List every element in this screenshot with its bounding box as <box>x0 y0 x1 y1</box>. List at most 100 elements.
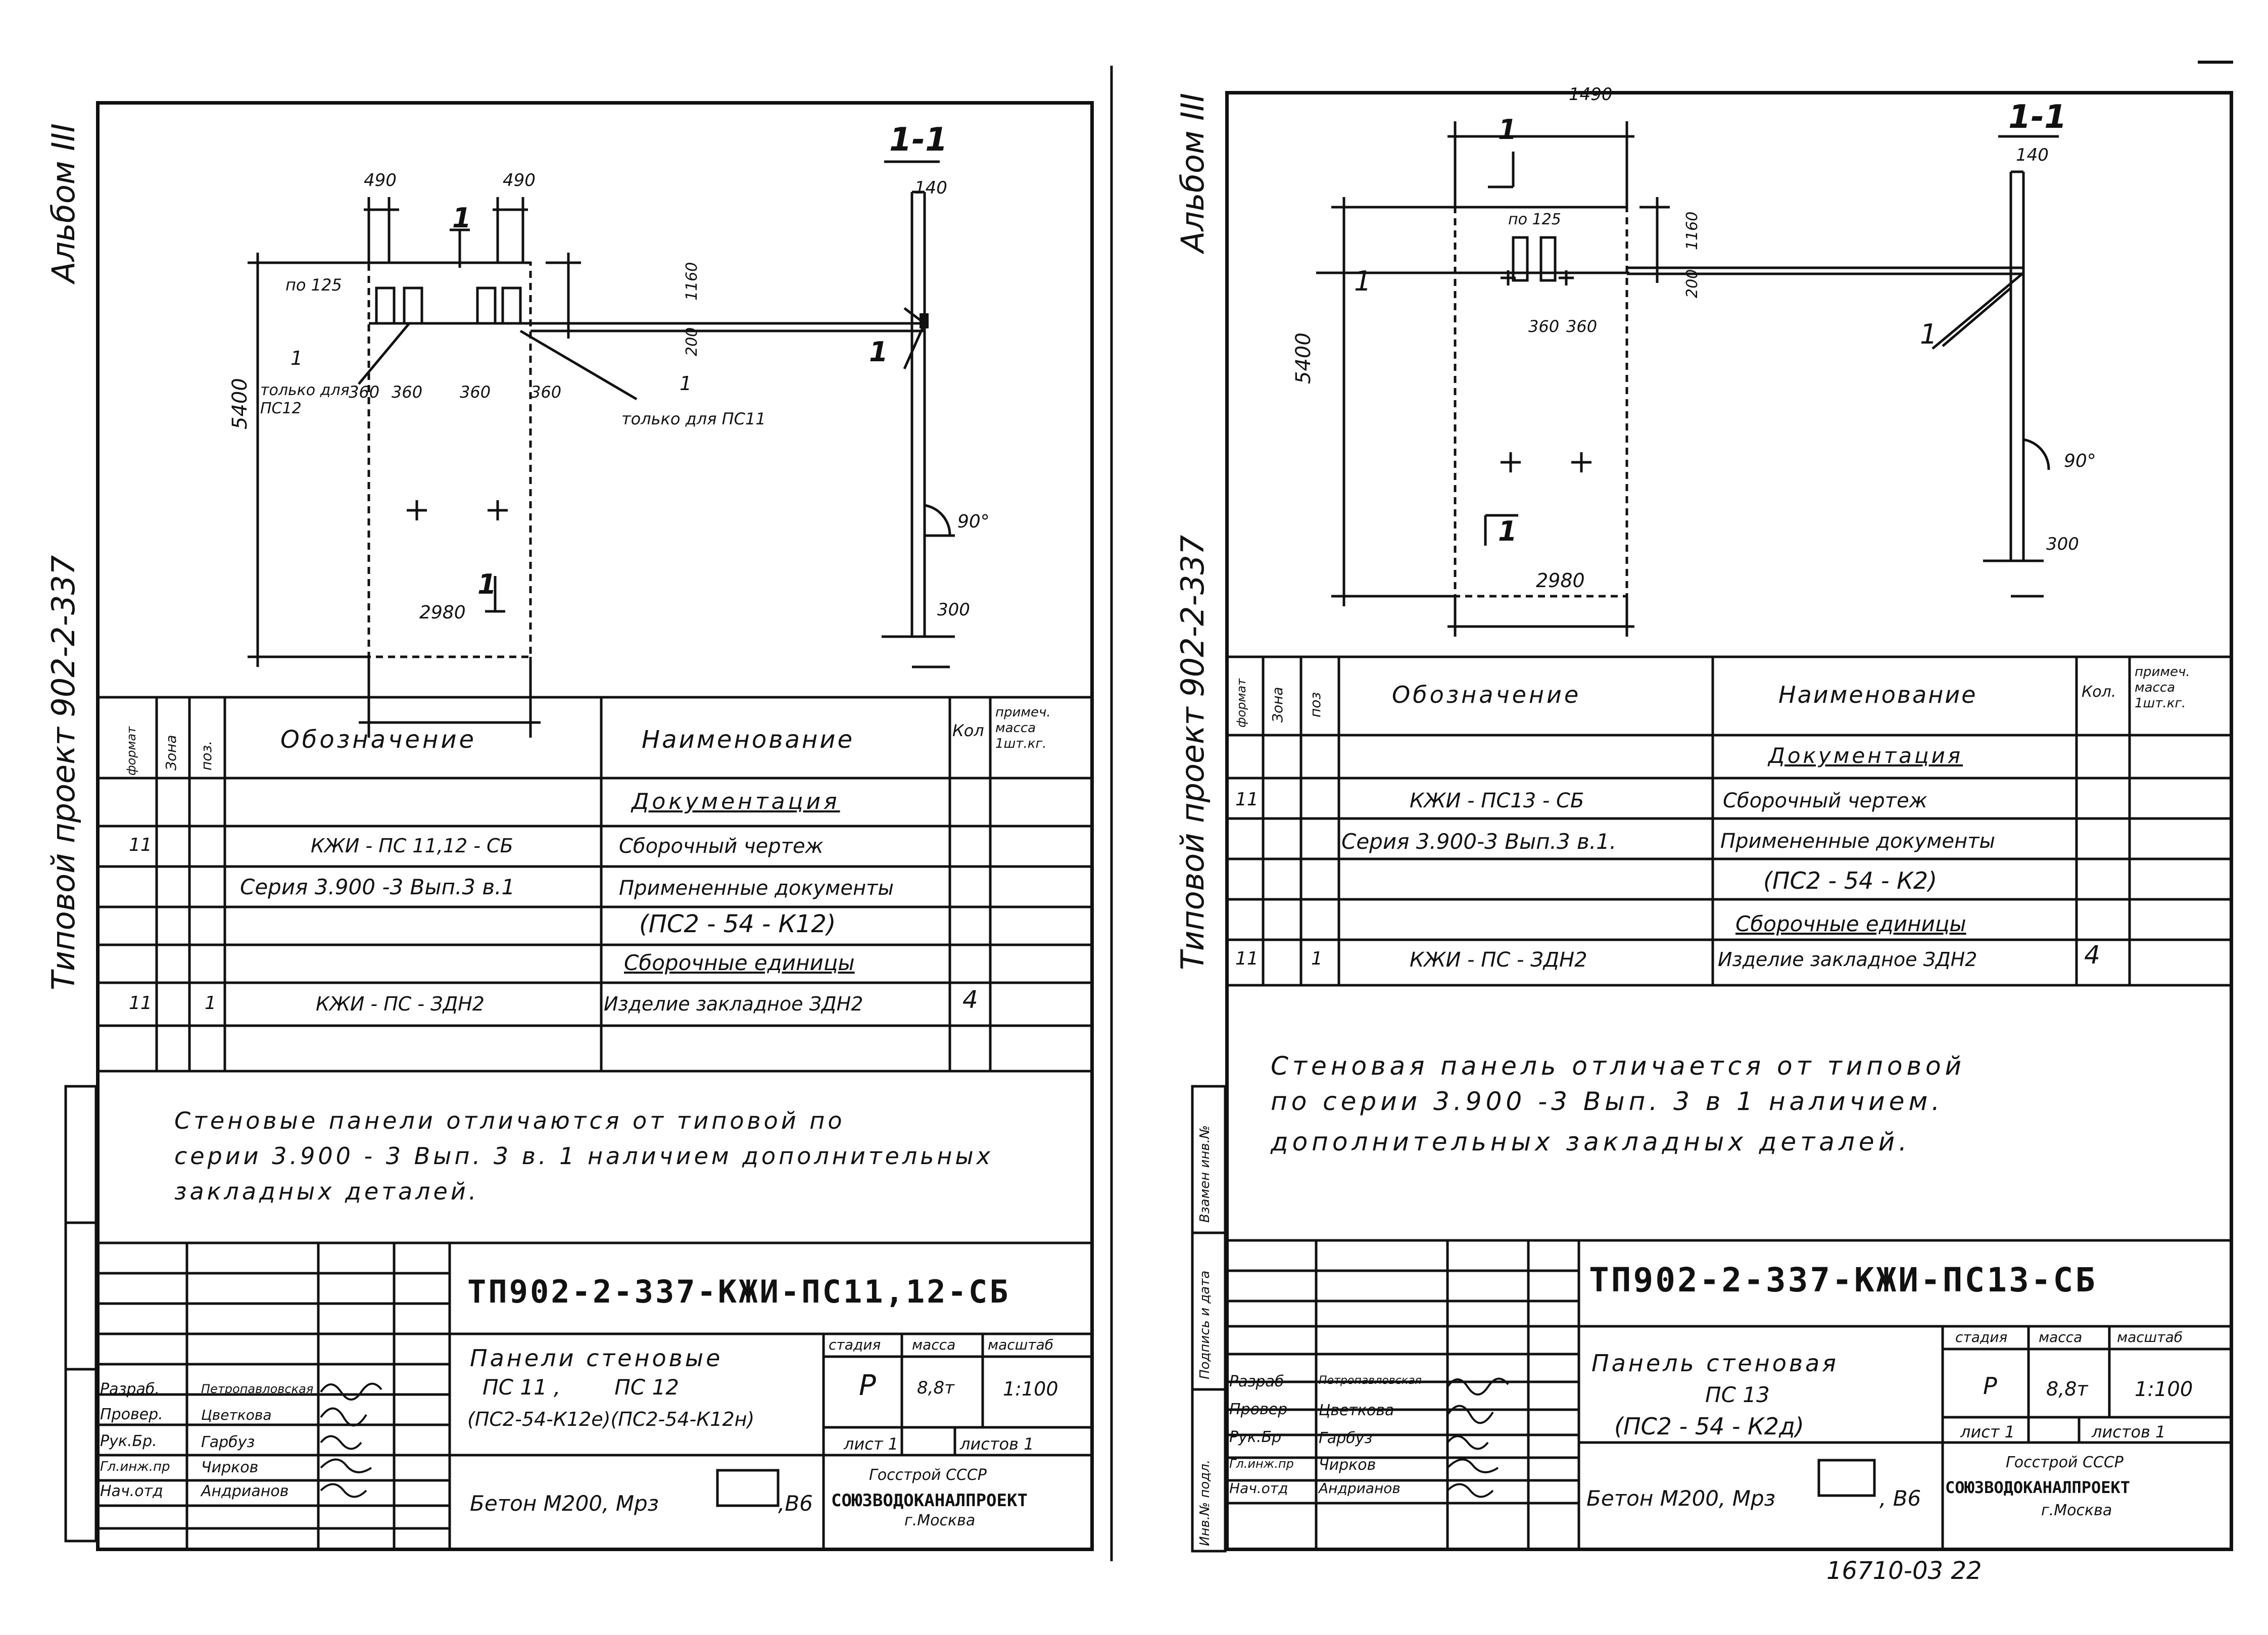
left-row4-name: Сборочные единицы <box>624 950 855 975</box>
left-stamp-title-1: Панели стеновые <box>470 1344 723 1372</box>
right-row5-pos: 1 <box>1311 948 1323 969</box>
right-th-name: Наименование <box>1778 681 1977 708</box>
left-stamp-title-3: (ПС2-54-К12е)(ПС2-54-К12н) <box>467 1408 755 1430</box>
right-cut-mark-axis: 1 <box>1354 265 1372 297</box>
left-note-only-pc12: только для ПС12 <box>260 381 350 417</box>
right-angle-90: 90° <box>2064 451 2096 471</box>
left-role-2: Провер. <box>100 1406 163 1423</box>
left-row5-pos: 1 <box>205 993 216 1014</box>
right-row5-qty: 4 <box>2084 940 2100 970</box>
left-stamp-sheets: листов 1 <box>960 1434 1034 1454</box>
right-stamp-org-3: г.Москва <box>2041 1502 2112 1519</box>
left-th-pos: поз. <box>198 740 215 771</box>
right-section-mark: 1-1 <box>2008 99 2067 136</box>
left-th-note: примеч. масса 1шт.кг. <box>995 705 1051 752</box>
left-panel-drawing <box>248 160 955 738</box>
right-role-3: Рук.Бр <box>1229 1428 1282 1446</box>
right-stamp-mass-header: масса <box>2039 1329 2083 1345</box>
left-album-label: Альбом III <box>45 123 82 283</box>
left-signatures <box>320 1382 382 1498</box>
left-row5-name: Изделие закладное ЗДН2 <box>604 993 863 1015</box>
right-stamp-sheets: листов 1 <box>2092 1422 2166 1441</box>
right-cut-mark-section: 1 <box>1920 318 1938 350</box>
left-stamp-org-2: СОЮЗВОДОКАНАЛПРОЕКТ <box>831 1490 1028 1511</box>
left-row2-name: Примененные документы <box>619 877 894 900</box>
right-side-stamp-2: Подпись и дата <box>1197 1270 1213 1379</box>
left-role-name-1: Петропавловская <box>201 1382 314 1396</box>
left-stamp-code: ТП902-2-337-КЖИ-ПС11,12-СБ <box>467 1273 1010 1310</box>
right-row5-format: 11 <box>1235 948 1259 969</box>
left-row3-name: (ПС2 - 54 - К12) <box>639 910 836 938</box>
left-note-line-3: закладных деталей. <box>174 1178 479 1205</box>
left-th-zone: Зона <box>163 735 179 771</box>
right-th-qty: Кол. <box>2082 683 2116 701</box>
right-dim-5400: 5400 <box>1292 332 1315 384</box>
right-signatures <box>1446 1377 1509 1498</box>
left-cut-mark-section: 1 <box>869 336 888 368</box>
left-role-3: Рук.Бр. <box>100 1432 157 1450</box>
left-role-name-2: Цветкова <box>201 1407 272 1423</box>
right-role-4: Гл.инж.пр <box>1229 1457 1294 1471</box>
right-note-line-3: дополнительных закладных деталей. <box>1271 1127 1911 1157</box>
right-role-1: Разраб <box>1229 1373 1284 1390</box>
footer-number: 16710-03 22 <box>1826 1557 1982 1585</box>
right-stamp-org-2: СОЮЗВОДОКАНАЛПРОЕКТ <box>1945 1478 2131 1497</box>
right-stamp-scale-header: масштаб <box>2117 1329 2183 1345</box>
right-dim-1160: 1160 <box>1683 211 1701 250</box>
right-role-2: Провер <box>1229 1401 1288 1418</box>
left-role-1: Разраб. <box>100 1380 160 1398</box>
left-dim-300: 300 <box>937 600 970 620</box>
right-row4-name: Сборочные единицы <box>1735 911 1966 936</box>
left-th-name: Наименование <box>642 726 855 754</box>
left-row1-name: Сборочный чертеж <box>619 835 824 858</box>
right-row5-name: Изделие закладное ЗДН2 <box>1718 948 1977 971</box>
right-th-pos: поз <box>1307 692 1324 717</box>
right-album-label: Альбом III <box>1174 92 1211 253</box>
corner-mark <box>2198 61 2233 64</box>
left-cut-mark-top: 1 <box>452 202 471 234</box>
left-stamp-title-2: ПС 11 , ПС 12 <box>482 1375 679 1400</box>
right-stamp-org-1: Госстрой СССР <box>2006 1454 2124 1471</box>
right-dim-200: 200 <box>1683 269 1701 298</box>
left-dim-5400: 5400 <box>228 378 252 429</box>
left-note-only-pc11: только для ПС11 <box>621 409 766 428</box>
right-row0-name: Документация <box>1768 743 1963 768</box>
right-note-line-2: по серии 3.900 -3 Вып. 3 в 1 наличием. <box>1271 1087 1944 1116</box>
right-stamp-stage-header: стадия <box>1955 1329 2008 1345</box>
right-sheet <box>1225 91 2233 1551</box>
right-role-name-4: Чирков <box>1319 1456 1376 1474</box>
left-stamp-concrete: Бетон М200, Мрз <box>470 1491 659 1516</box>
right-th-format: формат <box>1234 678 1248 728</box>
right-stamp-concrete: Бетон М200, Мрз <box>1586 1486 1775 1511</box>
right-side-stamp-3: Взамен инв.№ <box>1197 1125 1213 1223</box>
right-stamp-stage: Р <box>1983 1372 1997 1400</box>
right-stamp-title-3: (ПС2 - 54 - К2д) <box>1614 1413 1804 1440</box>
left-note-pos-1-a: 1 <box>291 347 303 369</box>
left-stamp-org-3: г.Москва <box>904 1512 976 1529</box>
left-dim-360-b: 360 <box>392 382 423 402</box>
left-th-designation: Обозначение <box>280 726 477 754</box>
left-note-line-1: Стеновые панели отличаются от типовой по <box>174 1107 845 1134</box>
right-row1-designation: КЖИ - ПС13 - СБ <box>1410 789 1584 812</box>
left-stamp-scale-header: масштаб <box>988 1336 1054 1353</box>
left-row5-qty: 4 <box>962 986 978 1014</box>
left-role-name-4: Чирков <box>201 1459 259 1476</box>
right-spec-table-grid <box>1225 655 2233 987</box>
right-dim-360-b: 360 <box>1566 317 1598 336</box>
left-row1-designation: КЖИ - ПС 11,12 - СБ <box>311 835 513 857</box>
right-stamp-mass: 8,8т <box>2046 1378 2088 1400</box>
left-section-mark: 1-1 <box>889 121 948 159</box>
left-stamp-grid <box>96 1241 1094 1551</box>
right-role-5: Нач.отд <box>1229 1480 1288 1497</box>
left-side-strip <box>64 1085 98 1543</box>
right-stamp-grid <box>1225 1239 2233 1551</box>
left-th-qty: Кол <box>952 721 984 740</box>
right-stamp-title-2: ПС 13 <box>1705 1382 1770 1407</box>
right-role-name-1: Петропавловская <box>1319 1374 1422 1387</box>
left-dim-1160: 1160 <box>683 262 701 301</box>
left-dim-360-c: 360 <box>460 382 491 402</box>
left-row5-format: 11 <box>129 993 152 1014</box>
left-stamp-stage: Р <box>859 1369 876 1402</box>
right-stamp-title-1: Панель стеновая <box>1591 1350 1839 1377</box>
right-stamp-code: ТП902-2-337-КЖИ-ПС13-СБ <box>1589 1261 2097 1300</box>
